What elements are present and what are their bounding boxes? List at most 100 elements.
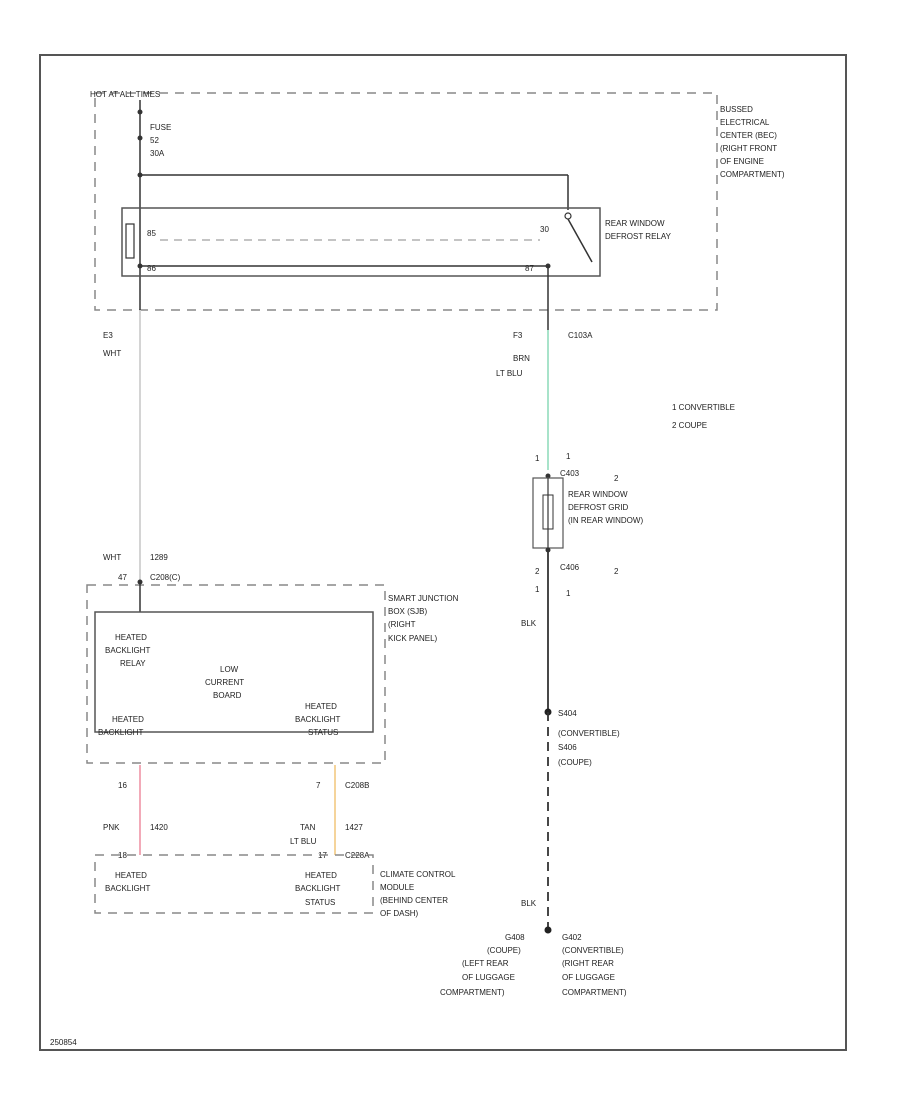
- ground-g402-line-2: (CONVERTIBLE): [562, 946, 624, 955]
- lcb-label-2: CURRENT: [205, 678, 244, 687]
- bec-label-2: ELECTRICAL: [720, 118, 770, 127]
- circuit-1289-label: 1289: [150, 553, 168, 562]
- grid-top-index-1: 1: [535, 454, 540, 463]
- relay-coil: [125, 223, 135, 259]
- ccm-label-1: CLIMATE CONTROL: [380, 870, 456, 879]
- sjb-label-3: (RIGHT: [388, 620, 416, 629]
- fuse-name-label: FUSE: [150, 123, 171, 132]
- pnk-wire-label: PNK: [103, 823, 120, 832]
- connector-c208b-label: C208B: [345, 781, 369, 790]
- sjb-label-2: BOX (SJB): [388, 607, 427, 616]
- fuse-terminal-top: [137, 109, 143, 115]
- ground-g402-line-3: (RIGHT REAR: [562, 959, 614, 968]
- fuse-terminal-bottom: [137, 135, 143, 141]
- splice-s406-label: S406: [558, 743, 577, 752]
- bec-label-5: OF ENGINE: [720, 157, 764, 166]
- pin-e3-label: E3: [103, 331, 113, 340]
- ground-g408-line-3: (LEFT REAR: [462, 959, 509, 968]
- blk-wire-label-2: BLK: [521, 899, 537, 908]
- grid-label-1: REAR WINDOW: [568, 490, 628, 499]
- ccm-hbs-label-2: BACKLIGHT: [295, 884, 340, 893]
- lcb-label-3: BOARD: [213, 691, 242, 700]
- pin-47-label: 47: [118, 573, 127, 582]
- connector-c403-label: C403: [560, 469, 580, 478]
- brn-wire-label: BRN: [513, 354, 530, 363]
- hb-relay-label-1: HEATED: [115, 633, 147, 642]
- legend-item-1: 1 CONVERTIBLE: [672, 403, 735, 412]
- diagram-frame: [39, 54, 847, 1051]
- ground-g408-line-5: COMPARTMENT): [440, 988, 505, 997]
- pin-f3-label: F3: [513, 331, 523, 340]
- ltblu-wire-label: LT BLU: [496, 369, 523, 378]
- hb-left-label-2: BACKLIGHT: [98, 728, 143, 737]
- hb-status-label-3: STATUS: [308, 728, 338, 737]
- splice-s404-note: (CONVERTIBLE): [558, 729, 620, 738]
- bec-label-3: CENTER (BEC): [720, 131, 777, 140]
- ground-terminal: [544, 926, 552, 934]
- grid-bottom-index-3: 1: [566, 589, 571, 598]
- ccm-box: [94, 854, 374, 914]
- grid-bottom-terminal: [545, 547, 551, 553]
- ltblu-wire-label-2: LT BLU: [290, 837, 317, 846]
- hb-status-label-2: BACKLIGHT: [295, 715, 340, 724]
- hot-at-all-times-label: HOT AT ALL TIMES: [90, 90, 160, 99]
- sjb-label-1: SMART JUNCTION: [388, 594, 459, 603]
- grid-label-3: (IN REAR WINDOW): [568, 516, 643, 525]
- ground-g402-label: G402: [562, 933, 582, 942]
- hb-relay-label-2: BACKLIGHT: [105, 646, 150, 655]
- ground-g408-line-4: OF LUGGAGE: [462, 973, 515, 982]
- hb-relay-label-3: RELAY: [120, 659, 146, 668]
- splice-s404-label: S404: [558, 709, 577, 718]
- circuit-1427-label: 1427: [345, 823, 363, 832]
- pin-16-label: 16: [118, 781, 127, 790]
- figure-id: 250854: [50, 1038, 77, 1047]
- connector-c403-index: 2: [614, 474, 619, 483]
- relay-box: [121, 207, 601, 277]
- grid-top-terminal: [545, 473, 551, 479]
- bec-label-1: BUSSED: [720, 105, 753, 114]
- connector-c208-label: C208(C): [150, 573, 181, 582]
- pin-86-label: 86: [147, 264, 156, 273]
- ccm-hbs-label-1: HEATED: [305, 871, 337, 880]
- ground-g408-line-2: (COUPE): [487, 946, 521, 955]
- splice-s406-note: (COUPE): [558, 758, 592, 767]
- pin-86-terminal: [137, 263, 143, 269]
- relay-label-2: DEFROST RELAY: [605, 232, 672, 241]
- bec-box: [94, 92, 718, 311]
- ground-g402-line-5: COMPARTMENT): [562, 988, 627, 997]
- low-current-board-box: [94, 611, 374, 733]
- ccm-hb-label-2: BACKLIGHT: [105, 884, 150, 893]
- hb-left-label-1: HEATED: [112, 715, 144, 724]
- ccm-label-3: (BEHIND CENTER: [380, 896, 448, 905]
- blk-wire-label-1: BLK: [521, 619, 537, 628]
- ccm-label-4: OF DASH): [380, 909, 419, 918]
- ground-g402-line-4: OF LUGGAGE: [562, 973, 615, 982]
- pin-87-label: 87: [525, 264, 534, 273]
- relay-switch-pivot: [564, 212, 572, 220]
- pin-30-label: 30: [540, 225, 549, 234]
- wht-wire-label: WHT: [103, 349, 121, 358]
- grid-bottom-index-2: 1: [535, 585, 540, 594]
- circuit-1420-label: 1420: [150, 823, 168, 832]
- grid-label-2: DEFROST GRID: [568, 503, 629, 512]
- connector-c406-label: C406: [560, 563, 580, 572]
- hb-status-label-1: HEATED: [305, 702, 337, 711]
- lcb-label-1: LOW: [220, 665, 239, 674]
- sjb-label-4: KICK PANEL): [388, 634, 438, 643]
- bec-label-4: (RIGHT FRONT: [720, 144, 777, 153]
- ccm-hbs-label-3: STATUS: [305, 898, 335, 907]
- ccm-hb-label-1: HEATED: [115, 871, 147, 880]
- relay-label-1: REAR WINDOW: [605, 219, 665, 228]
- connector-c103a-label: C103A: [568, 331, 593, 340]
- feed-splice: [137, 172, 143, 178]
- bec-label-6: COMPARTMENT): [720, 170, 785, 179]
- legend-item-2: 2 COUPE: [672, 421, 707, 430]
- tan-wire-label: TAN: [300, 823, 316, 832]
- pin-18-label: 18: [118, 851, 127, 860]
- connector-c406-index: 2: [614, 567, 619, 576]
- relay-switch-arm: [567, 218, 593, 263]
- pin-7-label: 7: [316, 781, 321, 790]
- fuse-number-label: 52: [150, 136, 159, 145]
- grid-bottom-index-1: 2: [535, 567, 540, 576]
